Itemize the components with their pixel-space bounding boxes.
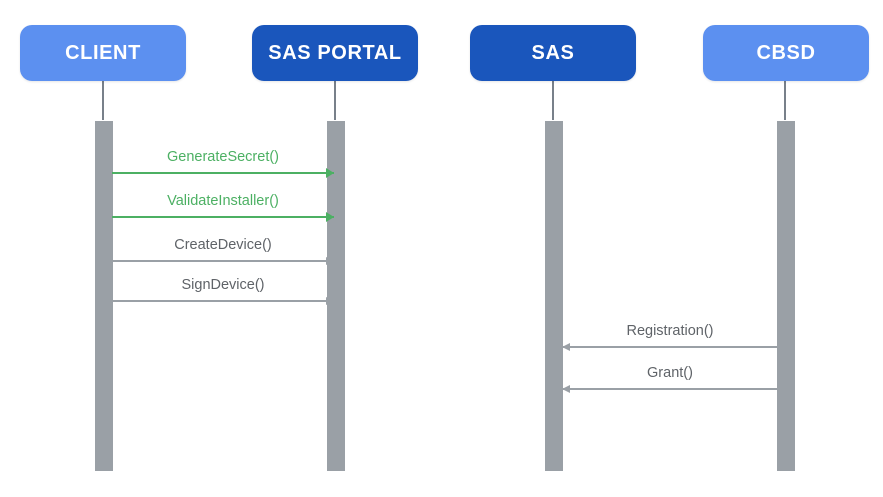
activation-bar-client xyxy=(94,120,114,472)
participant-label-sas-portal: SAS PORTAL xyxy=(268,41,402,64)
arrowhead-right-icon xyxy=(326,257,334,265)
lifeline-client xyxy=(102,81,104,120)
participant-label-cbsd: CBSD xyxy=(756,41,816,64)
message-line-registration xyxy=(562,346,778,348)
message-label-sign-device: SignDevice() xyxy=(181,277,265,293)
message-line-generate-secret xyxy=(112,172,334,174)
message-label-grant: Grant() xyxy=(647,365,693,381)
message-label-create-device: CreateDevice() xyxy=(174,237,272,253)
lifeline-sas-portal xyxy=(334,81,336,120)
message-line-create-device xyxy=(112,260,334,262)
lifeline-sas xyxy=(552,81,554,120)
arrowhead-left-icon xyxy=(562,343,570,351)
arrowhead-right-icon xyxy=(326,212,334,222)
message-label-generate-secret: GenerateSecret() xyxy=(166,149,280,165)
participant-box-cbsd[interactable]: CBSD xyxy=(703,25,869,81)
arrowhead-left-icon xyxy=(562,385,570,393)
activation-bar-sas-portal xyxy=(326,120,346,472)
message-line-sign-device xyxy=(112,300,334,302)
lifeline-cbsd xyxy=(784,81,786,120)
arrowhead-right-icon xyxy=(326,297,334,305)
activation-bar-sas xyxy=(544,120,564,472)
message-label-registration: Registration() xyxy=(626,323,714,339)
message-line-validate-installer xyxy=(112,216,334,218)
message-line-grant xyxy=(562,388,778,390)
participant-label-sas: SAS xyxy=(531,41,575,64)
activation-bar-cbsd xyxy=(776,120,796,472)
arrowhead-right-icon xyxy=(326,168,334,178)
participant-box-sas-portal[interactable]: SAS PORTAL xyxy=(252,25,418,81)
participant-box-sas[interactable]: SAS xyxy=(470,25,636,81)
message-label-validate-installer: ValidateInstaller() xyxy=(167,193,279,209)
participant-box-client[interactable]: CLIENT xyxy=(20,25,186,81)
participant-label-client: CLIENT xyxy=(65,41,141,64)
